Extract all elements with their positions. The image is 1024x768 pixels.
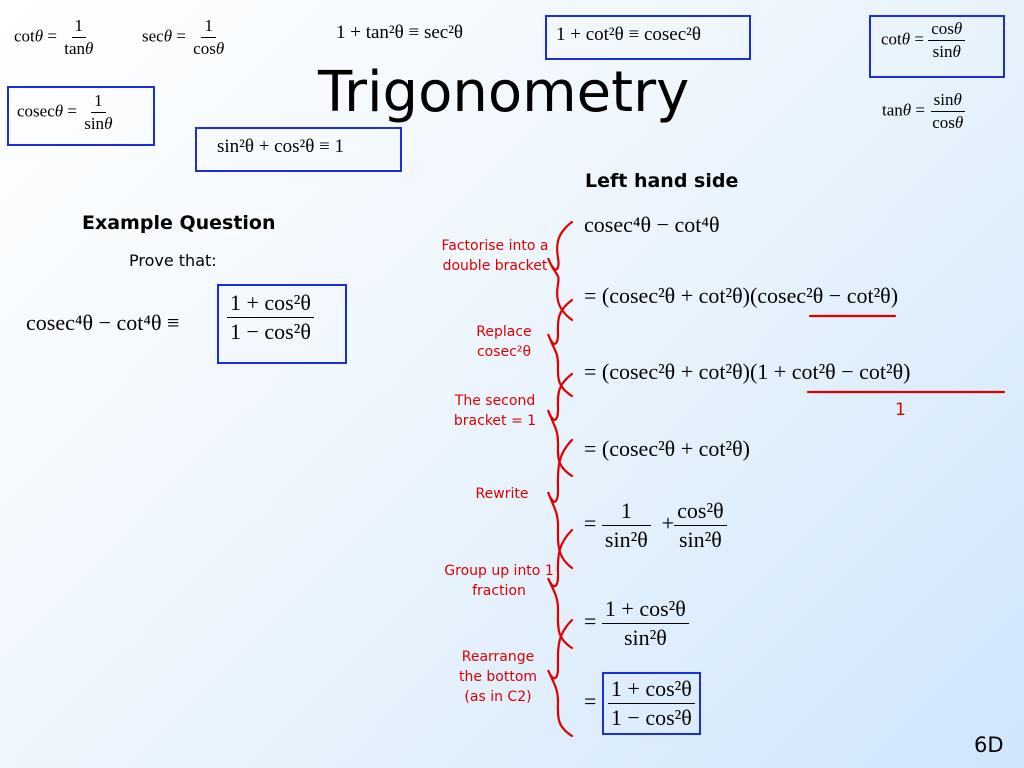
annotation-rearrange: Rearrange the bottom (as in C2)	[458, 649, 538, 705]
bracket-factorise	[546, 220, 574, 322]
annotation-group: Group up into 1 fraction	[444, 563, 554, 599]
example-prompt: Prove that:	[129, 251, 217, 270]
annotation-factorise: Factorise into a double bracket	[441, 238, 549, 274]
proof-step-1: = (cosec²θ + cot²θ)(cosec²θ − cot²θ)	[584, 283, 899, 308]
annotation-replace: Replace cosec²θ	[476, 324, 532, 360]
slide-number: 6D	[974, 733, 1004, 757]
example-heading: Example Question	[82, 212, 276, 234]
lhs-heading: Left hand side	[585, 170, 739, 192]
annotation-rewrite: Rewrite	[475, 486, 529, 502]
proof-step-0: cosec⁴θ − cot⁴θ	[584, 212, 720, 237]
example-lhs: cosec⁴θ − cot⁴θ ≡	[26, 310, 180, 335]
proof-step-3: = (cosec²θ + cot²θ)	[584, 436, 750, 461]
bracket-second	[546, 372, 574, 478]
bracket-group	[546, 528, 574, 650]
identity-cot-cosec-box: 1 + cot²θ ≡ cosec²θ	[545, 15, 751, 60]
identity-tan-sec: 1 + tan²θ ≡ sec²θ	[336, 22, 463, 43]
identity-sin-cos-box: sin²θ + cos²θ ≡ 1	[195, 127, 402, 172]
annotation-second-bracket: The second bracket = 1	[453, 393, 537, 429]
bracket-rewrite	[546, 438, 574, 570]
proof-step-2: = (cosec²θ + cot²θ)(1 + cot²θ − cot²θ)	[584, 359, 911, 384]
proof-step-2-note: 1	[895, 400, 906, 420]
bracket-replace	[546, 298, 574, 398]
slide-title: Trigonometry	[318, 60, 690, 125]
bracket-rearrange	[546, 618, 574, 738]
